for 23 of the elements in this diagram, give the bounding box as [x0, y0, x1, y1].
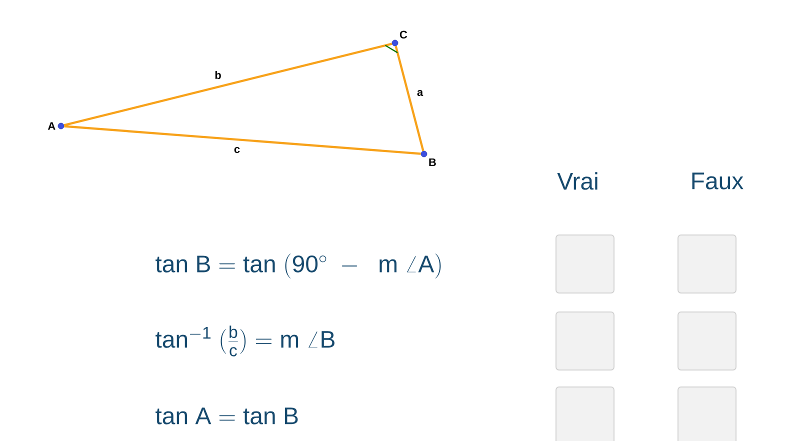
vertex-point: [48, 122, 64, 130]
column-header: Faux: [692, 172, 744, 190]
checkbox: [678, 312, 736, 370]
checkbox: [678, 234, 736, 294]
side-label: c: [234, 147, 240, 153]
side-label: a: [417, 90, 424, 96]
checkbox: [556, 386, 614, 441]
vertex-point: [420, 150, 436, 166]
vertex-point: [392, 30, 408, 46]
checkbox: [556, 312, 614, 370]
column-header: Vrai: [557, 172, 598, 190]
vertex-label: C: [400, 30, 408, 39]
vertex-label: A: [48, 122, 56, 130]
statement: $\mathsf{tan\ A = tan\ B}$: [156, 408, 298, 424]
vertex-label: B: [429, 158, 436, 166]
checkbox: [678, 386, 736, 441]
statement: $\mathsf{tan\ B = tan\ (90^{\circ}\ -\ \ m\ \angle A)}$: [156, 254, 441, 278]
checkbox: [556, 234, 614, 294]
statement: $\mathsf{tan^{-1}\ (\frac{b}{c}) = m\ \angle B}$: [156, 326, 334, 356]
triangle-side: [394, 46, 424, 152]
side-label: b: [215, 70, 221, 80]
triangle-side: [64, 42, 392, 126]
triangle-side: [64, 125, 421, 155]
